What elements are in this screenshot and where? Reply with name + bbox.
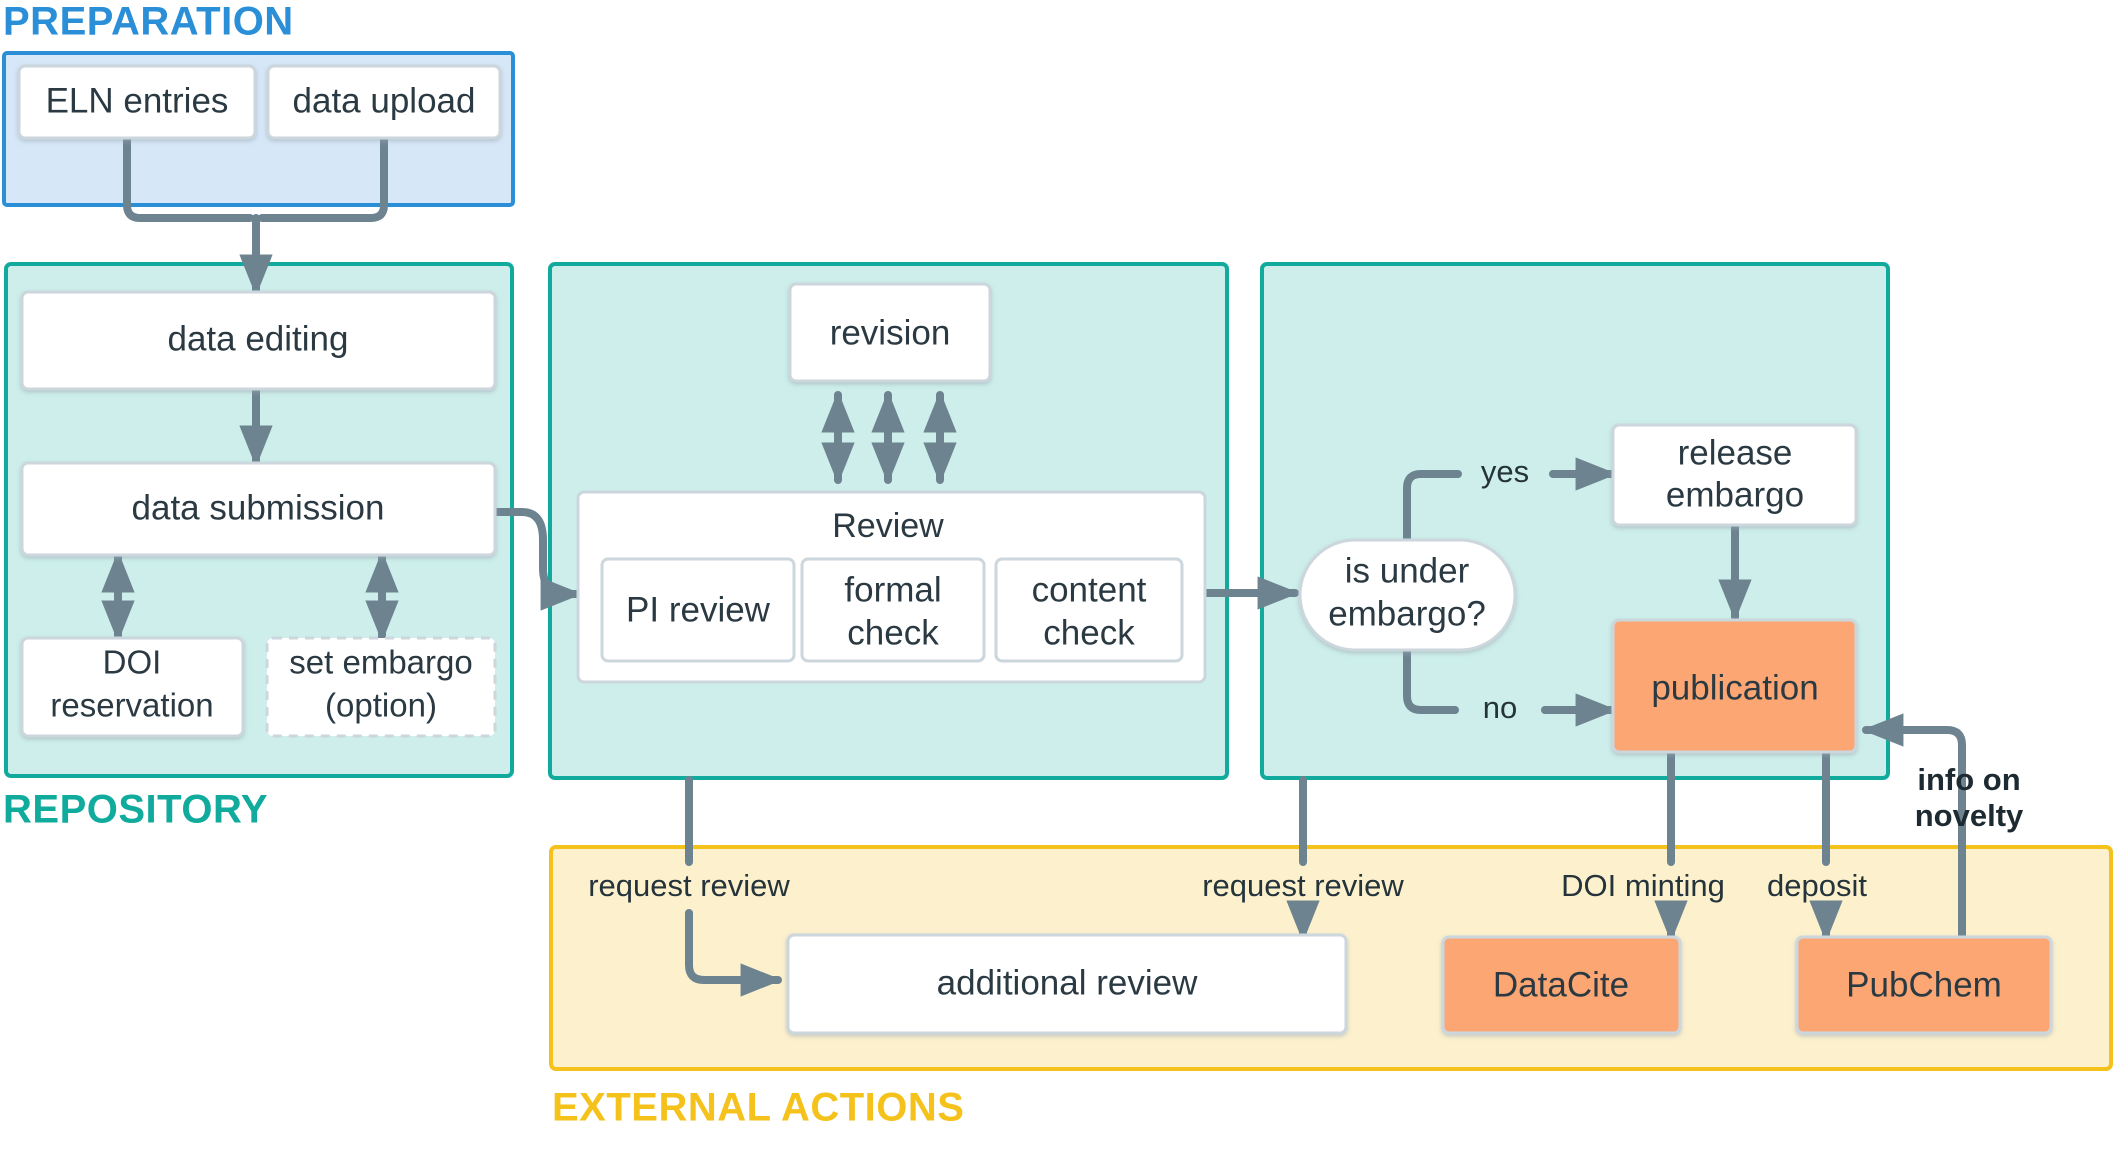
zone-title-preparation: PREPARATION [3, 0, 294, 44]
edge-decision-yes-stem [1403, 470, 1462, 544]
node-eln-entries-label: ELN entries [46, 81, 229, 120]
edge-upload-to-merge [258, 134, 388, 222]
zone-title-external-actions: EXTERNAL ACTIONS [552, 1086, 964, 1130]
node-pi-review-label: PI review [626, 590, 771, 629]
node-pubchem-label: PubChem [1846, 965, 2002, 1004]
node-content-check-label-line2: check [1043, 613, 1135, 652]
node-is-under-embargo-decision[interactable]: is under embargo? [1298, 538, 1517, 652]
edge-pubchem-to-publication-info-novelty [1861, 713, 1966, 942]
node-data-editing[interactable]: data editing [20, 290, 497, 391]
node-revision[interactable]: revision [788, 282, 992, 383]
node-formal-check[interactable]: formal check [800, 557, 986, 663]
node-pi-review[interactable]: PI review [600, 557, 796, 663]
node-content-check[interactable]: content check [994, 557, 1184, 663]
node-review-group[interactable]: Review PI review formal check content ch… [576, 490, 1207, 684]
node-content-check-label-line1: content [1032, 570, 1147, 609]
node-publication-label: publication [1651, 668, 1818, 707]
node-datacite[interactable]: DataCite [1441, 935, 1682, 1035]
node-formal-check-label-line2: check [847, 613, 939, 652]
node-release-embargo-label-line2: embargo [1666, 475, 1804, 514]
node-datacite-label: DataCite [1493, 965, 1629, 1004]
edge-label-info-on-novelty-line1: info on [1917, 762, 2020, 797]
edge-eln-to-merge [123, 134, 254, 222]
edge-label-request-review-1: request review [588, 868, 790, 903]
node-doi-reservation-label-line2: reservation [50, 687, 213, 724]
zone-title-repository: REPOSITORY [3, 788, 268, 832]
node-set-embargo-label-line1: set embargo [289, 644, 472, 681]
edge-label-deposit: deposit [1767, 868, 1867, 903]
node-doi-reservation-label-line1: DOI [103, 644, 162, 681]
node-formal-check-label-line1: formal [844, 570, 941, 609]
connectors [101, 134, 1966, 997]
node-set-embargo-label-line2: (option) [325, 687, 437, 724]
node-data-upload-label: data upload [293, 81, 476, 120]
node-additional-review[interactable]: additional review [786, 933, 1348, 1035]
edge-label-doi-minting: DOI minting [1561, 868, 1725, 903]
node-data-submission[interactable]: data submission [20, 461, 497, 557]
edge-decision-no-stem [1403, 644, 1459, 714]
node-eln-entries[interactable]: ELN entries [17, 64, 257, 140]
node-data-upload[interactable]: data upload [266, 64, 502, 140]
edge-request-review-1-to-additional-review [685, 909, 783, 997]
edge-submission-to-review [491, 508, 583, 611]
node-publication[interactable]: publication [1611, 618, 1858, 754]
node-is-under-embargo-label-line1: is under [1345, 551, 1470, 590]
node-set-embargo[interactable]: set embargo (option) [265, 636, 497, 738]
node-release-embargo-label-line1: release [1678, 433, 1793, 472]
edge-label-info-on-novelty-line2: novelty [1915, 798, 2024, 833]
node-doi-reservation[interactable]: DOI reservation [20, 636, 245, 738]
edge-label-yes: yes [1481, 454, 1529, 489]
node-data-editing-label: data editing [168, 319, 349, 358]
node-pubchem[interactable]: PubChem [1795, 935, 2053, 1035]
node-is-under-embargo-label-line2: embargo? [1328, 594, 1486, 633]
node-release-embargo[interactable]: release embargo [1611, 423, 1858, 527]
edge-label-no: no [1483, 690, 1517, 725]
node-revision-label: revision [830, 313, 951, 352]
node-data-submission-label: data submission [132, 488, 385, 527]
node-review-title: Review [832, 507, 944, 545]
node-additional-review-label: additional review [937, 963, 1198, 1002]
edge-label-request-review-2: request review [1202, 868, 1404, 903]
